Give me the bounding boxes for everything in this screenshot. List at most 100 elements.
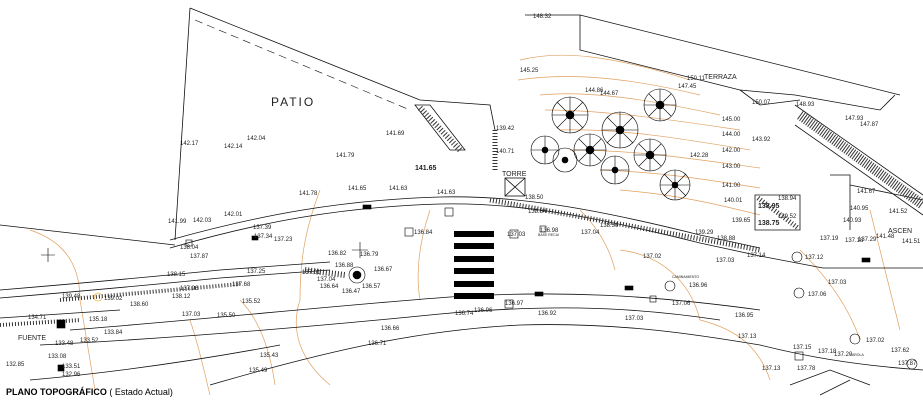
elev-label: 141.52 xyxy=(889,209,908,215)
elev-label: 136.71 xyxy=(368,341,387,347)
elev-label: 142.28 xyxy=(690,153,709,159)
elev-label: 137.02 xyxy=(643,254,662,260)
elev-label: 137.62 xyxy=(891,348,910,354)
elev-label: 147.93 xyxy=(845,116,864,122)
elev-label: 135.18 xyxy=(89,317,108,323)
elev-label: 136.57 xyxy=(362,284,381,290)
caminamiento-tag: CAMINAMIENTO xyxy=(672,275,699,279)
elev-label: 137.03 xyxy=(625,316,644,322)
elev-label: 148.93 xyxy=(796,102,815,108)
elev-label: 138.12 xyxy=(172,294,191,300)
elev-label: 133.84 xyxy=(104,330,123,336)
ascen-label: ASCEN xyxy=(888,228,912,235)
elev-label: 138.15 xyxy=(167,272,186,278)
elev-label: 139.48 xyxy=(62,294,81,300)
elev-label: 141.65 xyxy=(415,165,437,172)
elev-label: 144.00 xyxy=(722,132,741,138)
elev-label: 134.71 xyxy=(28,315,47,321)
elev-label: 135.50 xyxy=(217,313,236,319)
elev-label: 136.88 xyxy=(335,263,354,269)
elev-label: 145.25 xyxy=(520,68,539,74)
elev-label: 138.88 xyxy=(717,236,736,242)
elev-label: 137.29 xyxy=(858,237,877,243)
elev-label: 138.50 xyxy=(525,195,544,201)
elev-label: 138.56 xyxy=(600,223,619,229)
elev-label: 150.07 xyxy=(752,100,771,106)
elev-label: 142.04 xyxy=(247,136,266,142)
elev-label: 141.78 xyxy=(299,191,318,197)
elev-label: 141.48 xyxy=(876,234,895,240)
elev-label: 145.00 xyxy=(722,117,741,123)
elev-label: 140.71 xyxy=(496,149,515,155)
elev-label: 141.67 xyxy=(857,189,876,195)
elev-label: 136.67 xyxy=(374,267,393,273)
torre-label: TORRE xyxy=(502,171,527,178)
elev-label: 138.04 xyxy=(180,245,199,251)
elev-label: 137.25 xyxy=(247,269,266,275)
elev-label: 137.03 xyxy=(182,312,201,318)
elev-label: 140.01 xyxy=(724,198,743,204)
elev-label: 137.23 xyxy=(274,237,293,243)
elev-label: 142.17 xyxy=(180,141,199,147)
elev-label: 139.65 xyxy=(732,218,751,224)
elev-label: 144.67 xyxy=(600,91,619,97)
elev-label: 137.19 xyxy=(820,236,839,242)
elev-label: 138.84 xyxy=(528,209,547,215)
elev-label: 137.06 xyxy=(808,292,827,298)
elev-label: 136.92 xyxy=(538,311,557,317)
elev-label: 141.99 xyxy=(168,219,187,225)
elev-label: 140.93 xyxy=(843,218,862,224)
elev-label: 136.82 xyxy=(328,251,347,257)
elev-label: 142.14 xyxy=(224,144,243,150)
elev-label: 136.97 xyxy=(505,301,524,307)
terraza-label: TERRAZA xyxy=(704,74,737,81)
elev-label: 147.45 xyxy=(678,84,697,90)
elev-label: 133.08 xyxy=(48,354,67,360)
plan-subtitle: ( Estado Actual) xyxy=(109,387,173,397)
elev-label: 135.52 xyxy=(242,299,261,305)
elev-label: 137.04 xyxy=(581,230,600,236)
elev-label: 137.03 xyxy=(716,258,735,264)
elev-label: 141.63 xyxy=(437,190,456,196)
area-labels: PATIO TERRAZA TORRE FUENTE ASCEN BASE RE… xyxy=(18,74,912,357)
elev-label: 137.02 xyxy=(866,338,885,344)
elev-label: 141.00 xyxy=(722,183,741,189)
elev-label: 143.92 xyxy=(752,137,771,143)
elev-label: 137.87 xyxy=(190,254,209,260)
plan-caption: PLANO TOPOGRÁFICO ( Estado Actual) xyxy=(6,387,173,397)
elev-label: 136.95 xyxy=(735,313,754,319)
site-symbols xyxy=(41,204,918,372)
tree-cluster xyxy=(530,88,691,201)
building-outlines xyxy=(0,7,923,396)
fuente-label: FUENTE xyxy=(18,335,46,342)
elev-label: 142.03 xyxy=(193,218,212,224)
elev-label: 137.12 xyxy=(805,255,824,261)
elev-label: 136.79 xyxy=(360,252,379,258)
elev-label: 136.66 xyxy=(381,326,400,332)
elev-label: 139.02 xyxy=(104,296,123,302)
elev-label: 137.03 xyxy=(828,280,847,286)
elev-label: 136.98 xyxy=(540,228,559,234)
elev-label: 137.06 xyxy=(672,301,691,307)
elev-label: 148.32 xyxy=(533,14,552,20)
elev-label: 147.87 xyxy=(860,122,879,128)
crosswalk xyxy=(454,231,494,299)
elev-label: 136.47 xyxy=(342,289,361,295)
elev-label: 137.15 xyxy=(793,345,812,351)
elev-label: 137.01 xyxy=(302,270,321,276)
elev-label: 137.14 xyxy=(747,253,766,259)
elev-label: 132.96 xyxy=(62,372,81,378)
elev-label: 136.74 xyxy=(455,311,474,317)
elev-label: 142.01 xyxy=(224,212,243,218)
elev-label: 138.60 xyxy=(130,302,149,308)
elev-label: 137.18 xyxy=(818,349,837,355)
plan-title: PLANO TOPOGRÁFICO xyxy=(6,387,107,397)
elev-label: 136.64 xyxy=(320,284,339,290)
elev-label: 133.52 xyxy=(80,338,99,344)
elevation-labels: 148.32 145.25 150.11 147.45 144.86 144.6… xyxy=(6,14,921,378)
elev-label: 141.63 xyxy=(389,186,408,192)
elev-label: 141.51 xyxy=(902,239,921,245)
elev-label: 137.68 xyxy=(232,282,251,288)
base-tag: BASE RECAI xyxy=(538,233,559,237)
